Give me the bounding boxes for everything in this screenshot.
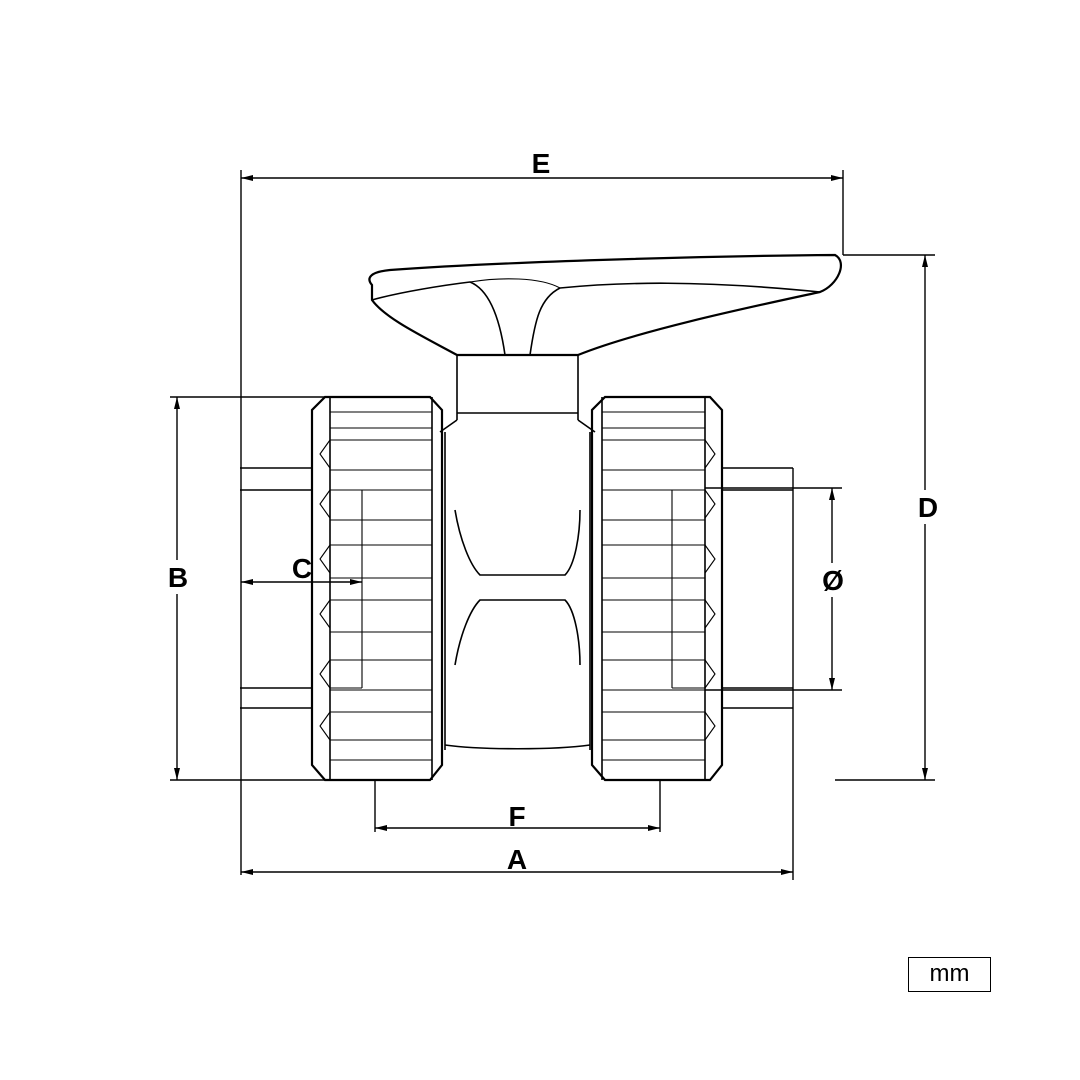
dimension-f: F [374,780,661,832]
nut-rib-tip [704,659,716,689]
dimension-label-c: C [292,553,312,584]
dimension-b: B [162,396,325,781]
nut-rib-tip [319,439,331,469]
valve-handle [368,253,842,357]
pipe-sockets [240,467,793,709]
dimension-label-a: A [507,844,527,875]
dimension-e: E [240,148,844,875]
dimension-d: D [835,254,942,781]
dimension-diameter: Ø [705,487,849,691]
dimension-label-f: F [508,801,525,832]
dimension-a: A [241,468,794,880]
nut-rib-tip [319,544,331,574]
valve-body [444,412,591,750]
right-union-nut [590,395,724,782]
dimension-c: C [241,553,362,585]
left-union-nut [310,395,444,782]
nut-rib-tip [704,711,716,741]
dimension-label-b: B [168,562,188,593]
nut-rib-tip [319,489,331,519]
nut-rib-tip [319,599,331,629]
dimension-label-diameter: Ø [822,565,844,596]
nut-rib-tip [704,544,716,574]
nut-rib-tip [704,599,716,629]
nut-rib-tip [704,439,716,469]
unit-label: mm [908,957,991,992]
dimension-label-d: D [918,492,938,523]
nut-rib-tip [319,711,331,741]
dimension-label-e: E [532,148,551,179]
nut-rib-tip [704,489,716,519]
nut-rib-tip [319,659,331,689]
valve-stem [439,355,596,433]
